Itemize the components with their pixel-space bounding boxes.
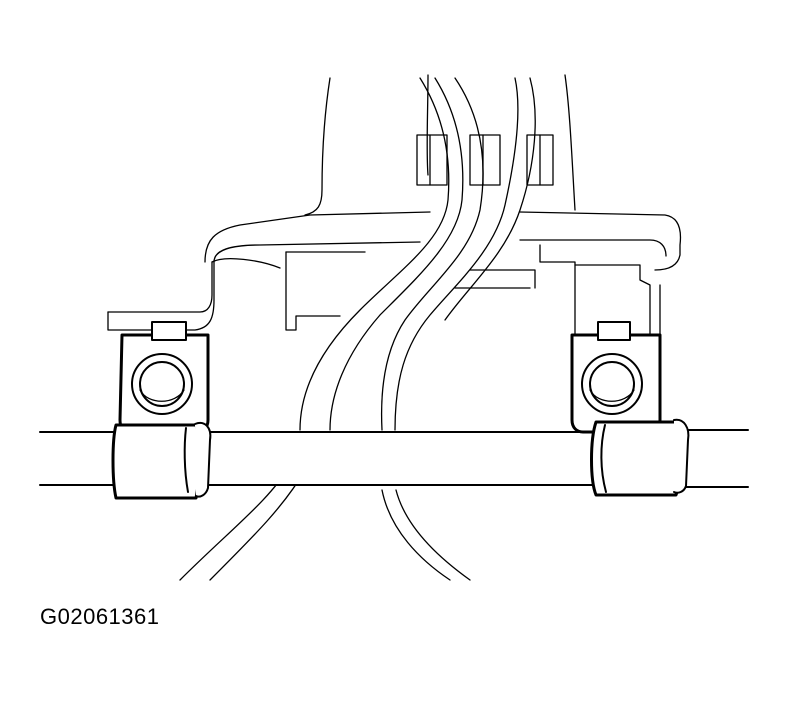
left-bushing-bracket xyxy=(111,321,212,500)
mounting-nuts xyxy=(416,134,554,186)
figure-code: G02061361 xyxy=(40,604,160,629)
stabilizer-bar xyxy=(39,429,749,488)
routed-lines xyxy=(179,77,536,581)
right-bushing-bracket xyxy=(570,321,690,497)
vehicle-body-panel xyxy=(304,74,576,216)
